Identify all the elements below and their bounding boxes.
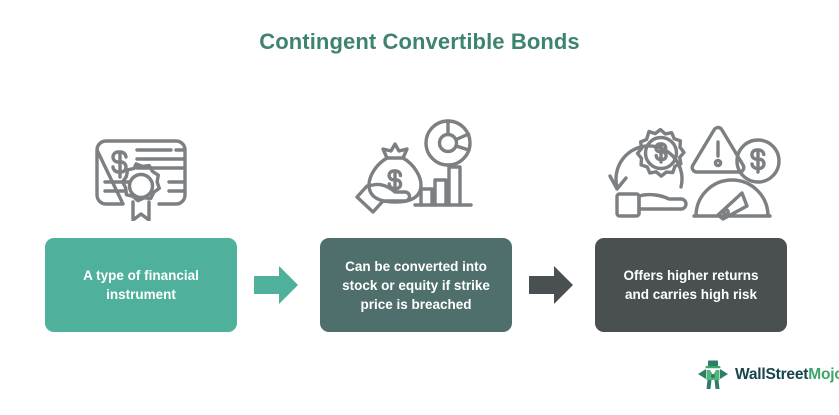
flow-card-2-label: Can be converted into stock or equity if… [342,258,490,312]
money-bag-charts-icon [320,110,512,228]
returns-and-risk-icon [595,110,787,228]
flow-stage-2: Can be converted into stock or equity if… [320,110,512,335]
bond-certificate-icon [45,110,237,228]
flow-stage-3: Offers higher returns and carries high r… [595,110,787,335]
page-title: Contingent Convertible Bonds [259,29,580,54]
flow-card-3: Offers higher returns and carries high r… [595,238,787,332]
flow-card-1: A type of financial instrument [45,238,237,332]
logo-text-secondary: Mojo [808,366,839,383]
flow-card-1-label: A type of financial instrument [83,268,199,302]
wallstreetmojo-bull-icon [697,359,729,391]
flow-card-3-label: Offers higher returns and carries high r… [623,268,759,302]
wallstreetmojo-wordmark: WallStreetMojo [735,366,839,384]
flow-arrow-1-icon [252,263,300,307]
flow-arrow-2-icon [527,263,575,307]
logo-text-primary: WallStreet [735,366,809,383]
wallstreetmojo-logo[interactable]: WallStreetMojo [697,357,839,393]
flow-card-2: Can be converted into stock or equity if… [320,238,512,332]
flow-stage-1: A type of financial instrument [45,110,237,335]
flow-diagram: A type of financial instrument [0,110,839,335]
